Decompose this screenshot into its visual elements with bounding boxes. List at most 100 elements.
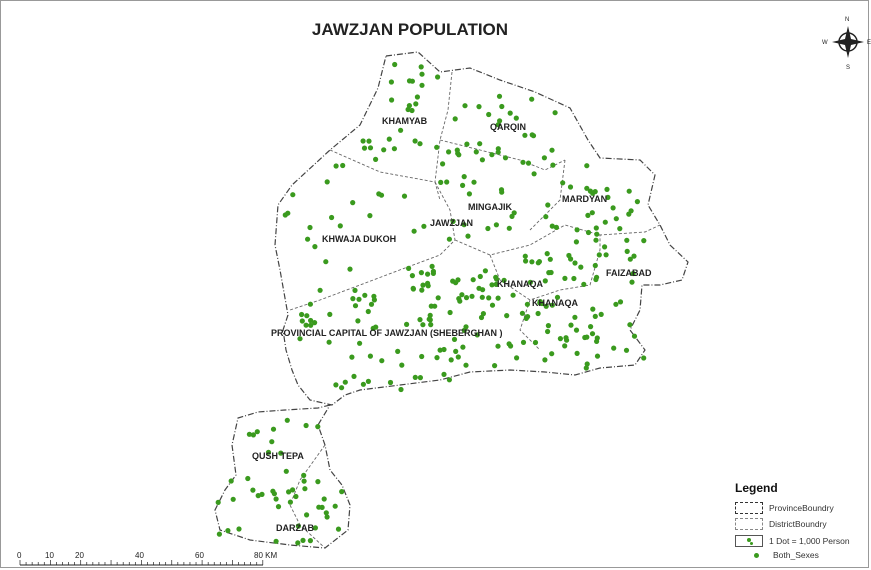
population-dot: [581, 281, 587, 287]
population-dot: [365, 378, 371, 384]
population-dot: [563, 335, 569, 341]
population-dot: [450, 278, 456, 284]
population-dot: [278, 450, 284, 456]
legend-dot-label: 1 Dot = 1,000 Person: [769, 536, 850, 546]
population-dot: [362, 292, 368, 298]
province-boundary-swatch: [735, 502, 763, 514]
population-dot: [419, 82, 425, 88]
population-dot: [435, 74, 441, 80]
label-khwaja-dukoh: KHWAJA DUKOH: [322, 234, 396, 244]
population-dot: [594, 353, 601, 359]
legend-item-series: Both_Sexes: [754, 550, 819, 560]
population-dot: [450, 218, 456, 224]
population-dot: [590, 306, 596, 312]
population-dot: [589, 210, 595, 216]
population-dot: [544, 251, 550, 257]
population-dot: [520, 159, 526, 165]
label-jawzjan: JAWZJAN: [430, 218, 473, 228]
population-dot: [440, 161, 446, 167]
legend-district-label: DistrictBoundry: [769, 519, 827, 529]
population-dot: [474, 332, 480, 338]
population-dot: [333, 163, 339, 169]
population-dot: [463, 362, 469, 368]
population-dot: [342, 379, 348, 385]
population-dot: [477, 273, 483, 280]
population-dot: [589, 331, 596, 337]
population-dot: [631, 253, 637, 259]
population-dot: [641, 355, 647, 361]
population-dot: [473, 149, 479, 155]
population-dot: [324, 514, 330, 520]
population-dot: [611, 345, 617, 351]
population-dot: [355, 318, 361, 324]
population-dot: [317, 287, 323, 293]
population-dot: [523, 258, 529, 264]
population-dot: [522, 132, 528, 138]
population-dot: [478, 314, 485, 321]
population-dot: [554, 294, 561, 300]
population-dot: [300, 537, 306, 544]
population-dot: [303, 422, 309, 429]
population-dot: [215, 499, 221, 505]
population-dot: [360, 138, 366, 144]
population-dot: [529, 132, 535, 138]
population-dot: [477, 141, 483, 147]
population-dot: [454, 147, 460, 153]
population-dot: [339, 385, 345, 391]
population-dot: [347, 266, 353, 272]
population-dot: [259, 491, 265, 497]
scale-tick-80: 80 KM: [254, 551, 277, 560]
population-dot: [225, 528, 231, 534]
population-dot: [460, 182, 466, 188]
population-dot: [366, 138, 372, 144]
population-dot: [284, 417, 290, 423]
population-dot: [378, 192, 385, 198]
population-dot: [307, 224, 313, 231]
population-dot: [412, 138, 418, 144]
legend-title: Legend: [735, 481, 778, 495]
population-dot: [250, 487, 256, 493]
population-dot: [626, 211, 632, 217]
population-dot: [337, 223, 343, 229]
population-dot: [304, 313, 310, 319]
compass-rose-icon: N S W E: [822, 17, 871, 71]
scale-tick-40: 40: [135, 551, 144, 560]
population-dot: [388, 79, 394, 85]
compass-w: W: [822, 40, 828, 46]
population-dot: [495, 295, 501, 301]
population-dot: [308, 317, 314, 324]
population-dot: [367, 213, 373, 219]
population-dot: [245, 475, 251, 482]
population-dot: [299, 311, 305, 318]
population-dot: [417, 375, 423, 381]
population-dot: [617, 299, 624, 305]
population-dot: [514, 355, 520, 361]
population-dot: [550, 162, 556, 168]
population-dot: [425, 271, 431, 277]
population-dot: [549, 223, 555, 229]
population-dot: [504, 313, 510, 319]
population-dot: [543, 303, 549, 309]
population-dot: [479, 157, 485, 163]
population-dot: [420, 322, 426, 328]
population-dot: [399, 362, 405, 368]
population-dot: [562, 343, 568, 349]
population-dot: [398, 386, 404, 393]
population-dot: [392, 61, 398, 68]
population-dot: [305, 236, 311, 242]
population-dot: [406, 78, 413, 84]
legend-item-province: ProvinceBoundry: [735, 502, 834, 514]
population-dot: [332, 503, 338, 509]
population-dot: [361, 145, 368, 151]
label-faizabad: FAIZABAD: [606, 268, 652, 278]
population-dot: [476, 104, 482, 110]
population-dot: [479, 294, 485, 300]
population-dot: [519, 310, 526, 316]
population-dot: [455, 354, 461, 360]
population-dot: [444, 179, 450, 185]
population-dot: [405, 106, 411, 113]
population-dot: [572, 260, 578, 266]
population-dot: [594, 335, 600, 341]
scale-tick-10: 10: [45, 551, 54, 560]
